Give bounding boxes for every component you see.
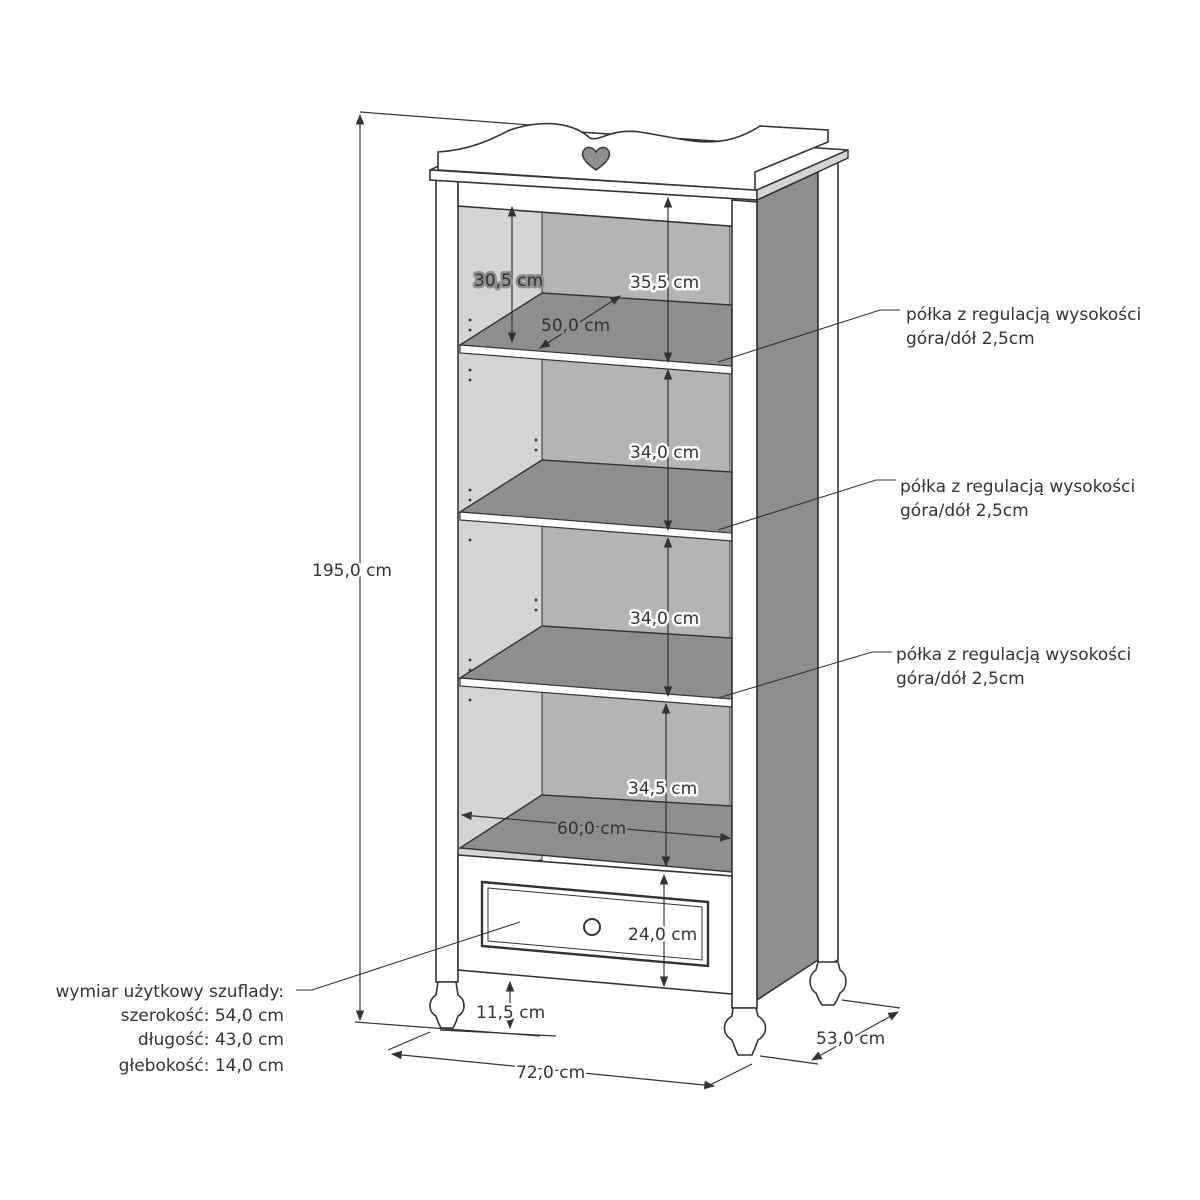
leg-front-right <box>723 1007 767 1056</box>
label-drawer-height: 24,0 cm <box>628 925 697 945</box>
right-side-panel <box>756 170 819 1002</box>
label-shelf-depth: 50,0 cm <box>541 316 610 336</box>
drawer-info-depth: głebokość: 14,0 cm <box>119 1056 284 1076</box>
dimension-lines <box>354 111 901 1090</box>
callout-leaders <box>296 309 900 991</box>
heart-cutout <box>581 146 611 171</box>
crown-board <box>437 122 829 191</box>
drawer-info-length: długość: 43,0 cm <box>138 1030 284 1050</box>
label-total-depth: 53,0 cm <box>816 1029 885 1049</box>
callout-3-line1: półka z regulacją wysokości <box>896 645 1131 665</box>
callout-2-line2: góra/dół 2,5cm <box>900 501 1029 521</box>
dimension-labels: 195,0 cm 30,5 cm 35,5 cm 50,0 cm 34,0 cm… <box>310 269 888 1086</box>
label-shelf-gap-4: 34,5 cm <box>628 779 697 799</box>
label-total-height: 195,0 cm <box>312 561 392 581</box>
drawer-info-heading: wymiar użytkowy szuflady: <box>55 982 284 1002</box>
label-shelf-gap-1: 35,5 cm <box>630 273 699 293</box>
drawer-info: wymiar użytkowy szuflady: szerokość: 54,… <box>55 982 284 1076</box>
callout-2-line1: półka z regulacją wysokości <box>900 477 1135 497</box>
label-inner-width: 60,0 cm <box>557 819 626 839</box>
label-total-width: 72,0 cm <box>516 1063 585 1083</box>
label-shelf-gap-3: 34,0 cm <box>630 609 699 629</box>
drawer-knob <box>583 918 601 936</box>
callout-3-line2: góra/dół 2,5cm <box>896 669 1025 689</box>
label-top-gap: 30,5 cm <box>474 271 543 291</box>
label-leg-height: 11,5 cm <box>476 1003 545 1023</box>
callout-1-line1: półka z regulacją wysokości <box>906 305 1141 325</box>
shelf-pin-holes <box>468 318 538 702</box>
callout-1-line2: góra/dół 2,5cm <box>906 329 1035 349</box>
label-shelf-gap-2: 34,0 cm <box>630 443 699 463</box>
left-front-post <box>435 179 459 983</box>
left-inner-side <box>457 194 543 871</box>
bookshelf <box>429 122 849 1056</box>
rear-right-post <box>817 156 839 972</box>
right-front-post <box>731 199 758 1009</box>
leg-rear-right <box>809 961 847 1006</box>
leg-front-left <box>429 981 465 1029</box>
callout-labels: półka z regulacją wysokości góra/dół 2,5… <box>896 305 1141 689</box>
drawer-info-width: szerokość: 54,0 cm <box>121 1006 284 1026</box>
